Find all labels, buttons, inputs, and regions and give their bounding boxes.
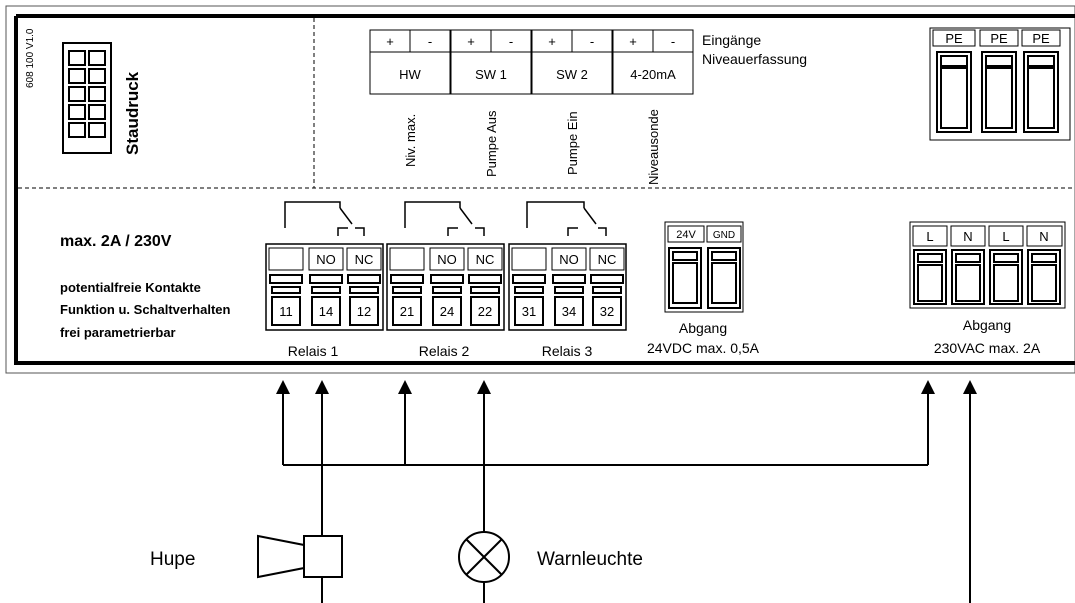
relay-1-top-2: NO — [316, 252, 336, 267]
output-24v: 24V GND Abgang 24VDC max. 0,5A — [647, 221, 760, 356]
description-line1: potentialfreie Kontakte — [60, 280, 201, 295]
output-24v-label-1: 24V — [676, 229, 696, 241]
horn-label: Hupe — [150, 549, 195, 570]
output-24v-label-2: GND — [713, 230, 735, 241]
relay-3-num-3: 32 — [600, 304, 614, 319]
relay-1-label: Relais 1 — [288, 343, 339, 359]
arrow-up-icon — [398, 380, 412, 394]
wiring-arrows — [276, 380, 977, 394]
output-230v-label-2: N — [963, 229, 972, 244]
relay-1-num-1: 11 — [279, 304, 293, 319]
inputs-title-line1: Eingänge — [702, 32, 761, 48]
relay-2-label: Relais 2 — [419, 343, 470, 359]
svg-text:Niv. max.: Niv. max. — [403, 114, 418, 167]
relay-2-symbol — [404, 201, 485, 236]
relay-3-terminal-block — [508, 243, 627, 331]
relay-2-num-1: 21 — [400, 304, 414, 319]
version-label: 608 100 V1.0 — [25, 28, 36, 88]
warning-lamp-icon — [458, 531, 510, 583]
input-terminal-sw2: + - SW 2 Pumpe Ein — [548, 34, 594, 175]
relay-3-label: Relais 3 — [542, 343, 593, 359]
relay-2-num-2: 24 — [440, 304, 454, 319]
horn-icon — [257, 534, 343, 579]
svg-text:+: + — [629, 34, 637, 49]
svg-text:SW 2: SW 2 — [556, 67, 588, 82]
wiring — [282, 390, 971, 603]
svg-text:Niveausonde: Niveausonde — [646, 109, 661, 185]
relay-3-top-3: NC — [598, 252, 617, 267]
relay-3-num-1: 31 — [522, 304, 536, 319]
relay-2-top-2: NO — [437, 252, 457, 267]
svg-text:+: + — [467, 34, 475, 49]
svg-text:+: + — [548, 34, 556, 49]
output-24v-line1: Abgang — [679, 320, 727, 336]
output-230v-label-4: N — [1039, 229, 1048, 244]
max-rating: max. 2A / 230V — [60, 233, 172, 250]
relay-2: NO NC 21 24 22 Relais 2 — [386, 201, 505, 359]
input-terminal-sw1: + - SW 1 Pumpe Aus — [467, 34, 513, 177]
relay-1-num-2: 14 — [319, 304, 333, 319]
output-230v: L N L N Abgang 230VAC max. 2A — [909, 221, 1066, 356]
warning-lamp-label: Warnleuchte — [537, 549, 643, 570]
arrow-up-icon — [963, 380, 977, 394]
input-terminal-hw: + - HW Niv. max. — [386, 34, 432, 167]
arrow-up-icon — [276, 380, 290, 394]
svg-text:+: + — [386, 34, 394, 49]
svg-text:Pumpe Ein: Pumpe Ein — [565, 111, 580, 175]
relay-3-top-2: NO — [559, 252, 579, 267]
pe-label-3: PE — [1032, 31, 1050, 46]
svg-text:4-20mA: 4-20mA — [630, 67, 676, 82]
inputs-title-line2: Niveauerfassung — [702, 51, 807, 67]
relay-3-symbol — [526, 201, 607, 236]
relay-2-num-3: 22 — [478, 304, 492, 319]
svg-text:HW: HW — [399, 67, 421, 82]
staudruck-label: Staudruck — [123, 71, 142, 155]
input-terminals — [369, 29, 694, 95]
output-230v-line1: Abgang — [963, 317, 1011, 333]
pe-terminals — [929, 27, 1071, 141]
output-230v-label-1: L — [926, 229, 933, 244]
relay-1-terminal-block — [265, 243, 384, 331]
relay-1-symbol — [284, 201, 365, 236]
svg-text:-: - — [509, 34, 513, 49]
staudruck-connector — [62, 42, 112, 154]
housing-outline — [5, 5, 1075, 374]
relay-3: NO NC 31 34 32 Relais 3 — [508, 201, 627, 359]
input-terminal-4-20ma: + - 4-20mA Niveausonde — [629, 34, 676, 185]
relay-2-top-3: NC — [476, 252, 495, 267]
relay-2-terminal-block — [386, 243, 505, 331]
output-230v-label-3: L — [1002, 229, 1009, 244]
arrow-up-icon — [477, 380, 491, 394]
relay-1-top-3: NC — [355, 252, 374, 267]
svg-text:SW 1: SW 1 — [475, 67, 507, 82]
description-line2: Funktion u. Schaltverhalten — [60, 302, 231, 317]
svg-text:-: - — [590, 34, 594, 49]
output-24v-line2: 24VDC max. 0,5A — [647, 340, 760, 356]
output-230v-line2: 230VAC max. 2A — [934, 340, 1041, 356]
arrow-up-icon — [921, 380, 935, 394]
relay-1: NO NC 11 14 12 Relais 1 — [265, 201, 384, 359]
housing-frame — [14, 14, 1075, 365]
svg-text:-: - — [671, 34, 675, 49]
pe-label-2: PE — [990, 31, 1008, 46]
relay-1-num-3: 12 — [357, 304, 371, 319]
relay-3-num-2: 34 — [562, 304, 576, 319]
pe-label-1: PE — [945, 31, 963, 46]
svg-text:-: - — [428, 34, 432, 49]
arrow-up-icon — [315, 380, 329, 394]
description-line3: frei parametrierbar — [60, 325, 176, 340]
svg-text:Pumpe Aus: Pumpe Aus — [484, 110, 499, 177]
